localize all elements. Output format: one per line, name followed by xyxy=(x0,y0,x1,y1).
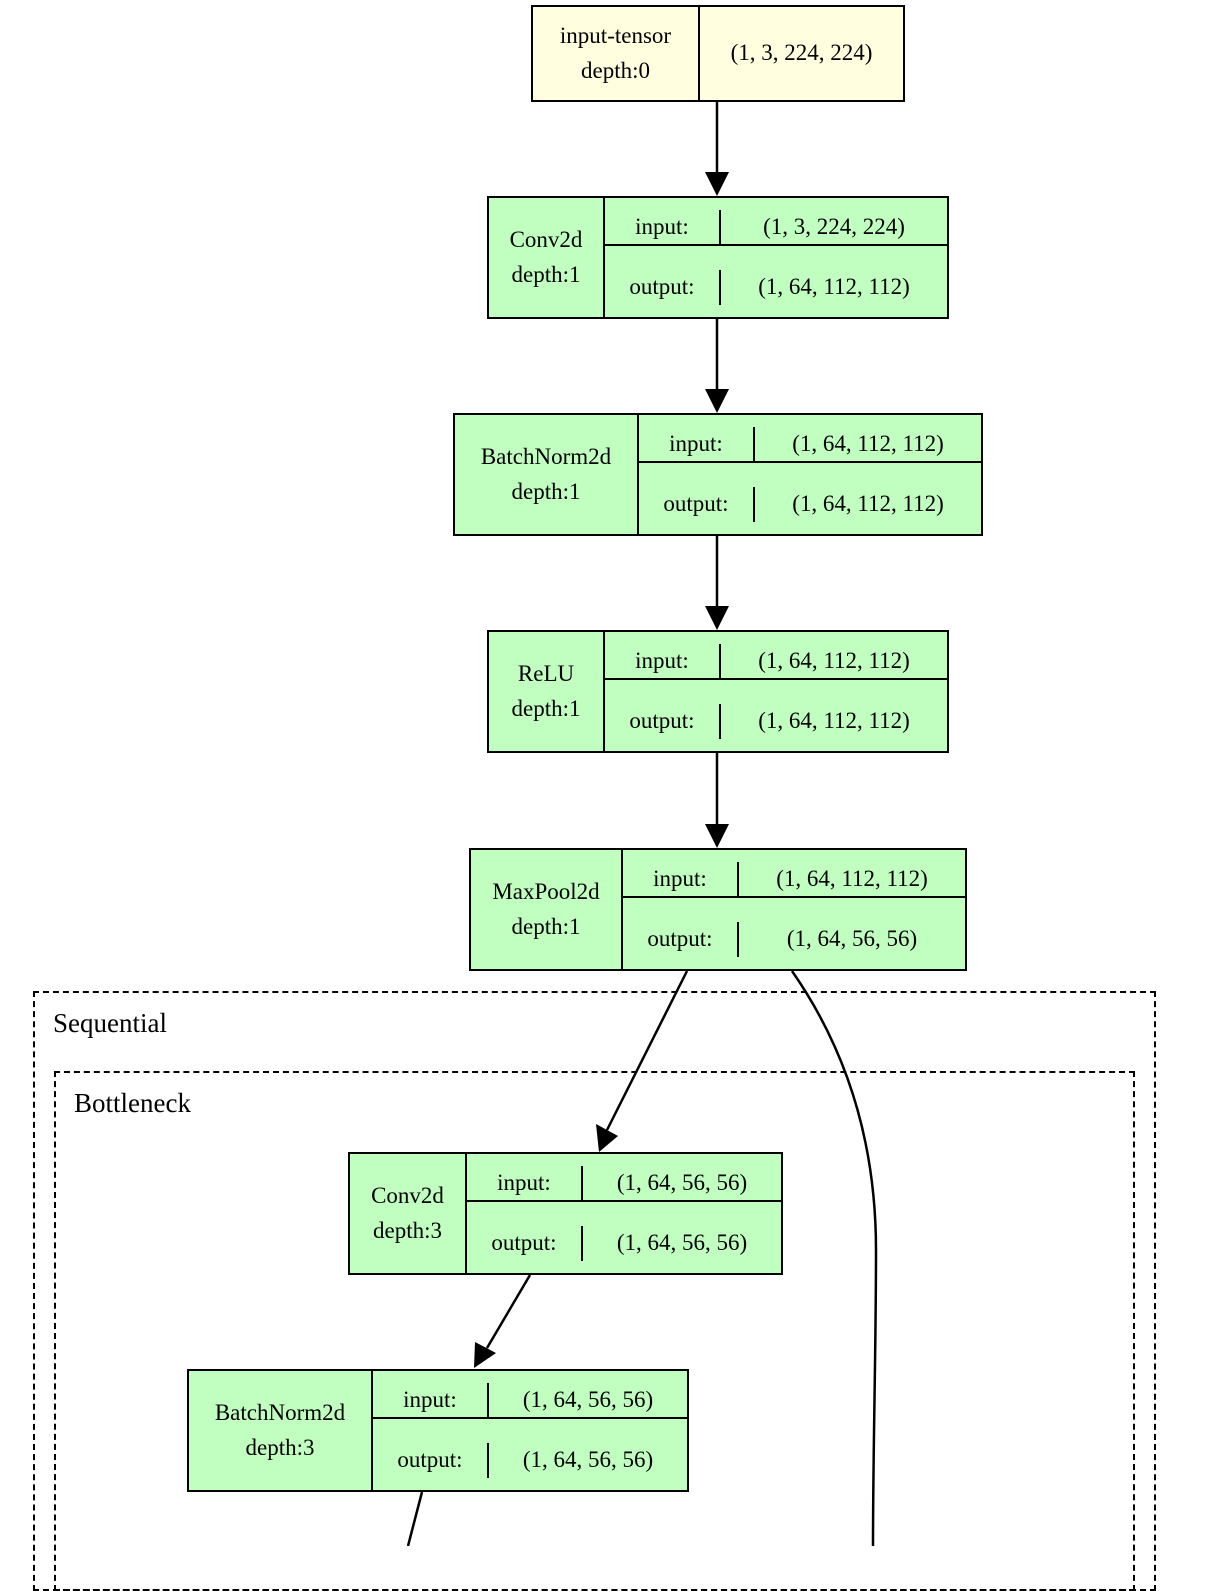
input-label: input: xyxy=(605,209,721,246)
edges-layer xyxy=(406,101,878,1546)
relu-depth1-node: ReLU depth:1 input: (1, 64, 112, 112) ou… xyxy=(487,630,949,753)
arrowhead xyxy=(705,389,729,413)
input-shape: (1, 64, 56, 56) xyxy=(583,1166,781,1202)
node-name-cell: Conv2d depth:3 xyxy=(350,1154,465,1273)
input-shape: (1, 64, 112, 112) xyxy=(721,644,947,680)
batchnorm2d-depth3-node: BatchNorm2d depth:3 input: (1, 64, 56, 5… xyxy=(187,1369,689,1492)
output-shape: (1, 64, 56, 56) xyxy=(786,926,918,951)
output-label: output: xyxy=(467,1226,583,1261)
node-name-cell: ReLU depth:1 xyxy=(489,632,603,751)
output-shape: (1, 64, 112, 112) xyxy=(792,491,944,516)
node-depth: depth:1 xyxy=(511,695,581,721)
output-shape: (1, 64, 56, 56) xyxy=(522,1447,654,1472)
input-shape: (1, 64, 112, 112) xyxy=(739,862,965,898)
input-label: input: xyxy=(373,1382,489,1419)
output-label: output: xyxy=(605,704,721,739)
input-label: input: xyxy=(467,1165,583,1202)
edge-conv2d-depth3-to-batchnorm2d-depth3 xyxy=(485,1274,532,1349)
node-name: input-tensor xyxy=(559,23,672,48)
bottleneck-cluster: Bottleneck xyxy=(54,1071,1135,1591)
output-label: output: xyxy=(639,487,755,522)
output-shape: (1, 64, 112, 112) xyxy=(758,274,910,299)
output-shape: (1, 64, 56, 56) xyxy=(616,1230,748,1255)
input-label: input: xyxy=(605,643,721,680)
arrowhead xyxy=(596,1124,618,1152)
edge-maxpool2d-to-conv2d-depth3 xyxy=(605,970,689,1131)
output-label: output: xyxy=(623,922,739,957)
node-name-cell: BatchNorm2d depth:3 xyxy=(189,1371,371,1490)
node-depth: depth:1 xyxy=(511,478,581,504)
input-shape: (1, 64, 112, 112) xyxy=(755,427,981,463)
arrowhead xyxy=(705,824,729,848)
io-table: input: (1, 64, 112, 112) output: (1, 64,… xyxy=(637,415,981,534)
io-table: input: (1, 64, 56, 56) output: (1, 64, 5… xyxy=(465,1154,781,1273)
node-shape: (1, 3, 224, 224) xyxy=(698,7,903,100)
node-depth: depth:0 xyxy=(581,57,650,83)
node-depth: depth:1 xyxy=(511,261,581,287)
io-table: input: (1, 3, 224, 224) output: (1, 64, … xyxy=(603,198,947,317)
node-name: BatchNorm2d xyxy=(214,1400,346,1425)
input-tensor-node: input-tensor depth:0 (1, 3, 224, 224) xyxy=(531,5,905,102)
output-shape: (1, 64, 112, 112) xyxy=(758,708,910,733)
input-shape: (1, 3, 224, 224) xyxy=(721,210,947,246)
node-depth: depth:3 xyxy=(245,1434,315,1460)
node-name: Conv2d xyxy=(371,1183,444,1208)
node-name: MaxPool2d xyxy=(492,879,600,904)
bottleneck-cluster-label: Bottleneck xyxy=(74,1088,191,1118)
edge-maxpool2d-residual xyxy=(790,970,878,1546)
edge-batchnorm2d-depth3-down xyxy=(406,1491,424,1546)
node-depth: depth:3 xyxy=(373,1217,442,1243)
output-label: output: xyxy=(373,1443,489,1478)
arrowhead xyxy=(474,1342,496,1368)
sequential-cluster-label: Sequential xyxy=(53,1008,167,1038)
io-table: input: (1, 64, 112, 112) output: (1, 64,… xyxy=(621,850,965,969)
input-label: input: xyxy=(639,426,755,463)
arrowhead xyxy=(705,172,729,196)
node-name-cell: MaxPool2d depth:1 xyxy=(471,850,621,969)
input-label: input: xyxy=(623,861,739,898)
io-table: input: (1, 64, 112, 112) output: (1, 64,… xyxy=(603,632,947,751)
node-name: ReLU xyxy=(517,661,575,686)
node-name-cell: input-tensor depth:0 xyxy=(533,7,698,100)
output-label: output: xyxy=(605,270,721,305)
node-name: BatchNorm2d xyxy=(480,444,612,469)
batchnorm2d-depth1-node: BatchNorm2d depth:1 input: (1, 64, 112, … xyxy=(453,413,983,536)
io-table: input: (1, 64, 56, 56) output: (1, 64, 5… xyxy=(371,1371,687,1490)
node-name-cell: BatchNorm2d depth:1 xyxy=(455,415,637,534)
input-shape: (1, 64, 56, 56) xyxy=(489,1383,687,1419)
conv2d-depth3-node: Conv2d depth:3 input: (1, 64, 56, 56) ou… xyxy=(348,1152,783,1275)
node-name: Conv2d xyxy=(509,227,583,252)
maxpool2d-depth1-node: MaxPool2d depth:1 input: (1, 64, 112, 11… xyxy=(469,848,967,971)
arrowhead xyxy=(705,606,729,630)
conv2d-depth1-node: Conv2d depth:1 input: (1, 3, 224, 224) o… xyxy=(487,196,949,319)
node-name-cell: Conv2d depth:1 xyxy=(489,198,603,317)
node-depth: depth:1 xyxy=(511,913,581,939)
